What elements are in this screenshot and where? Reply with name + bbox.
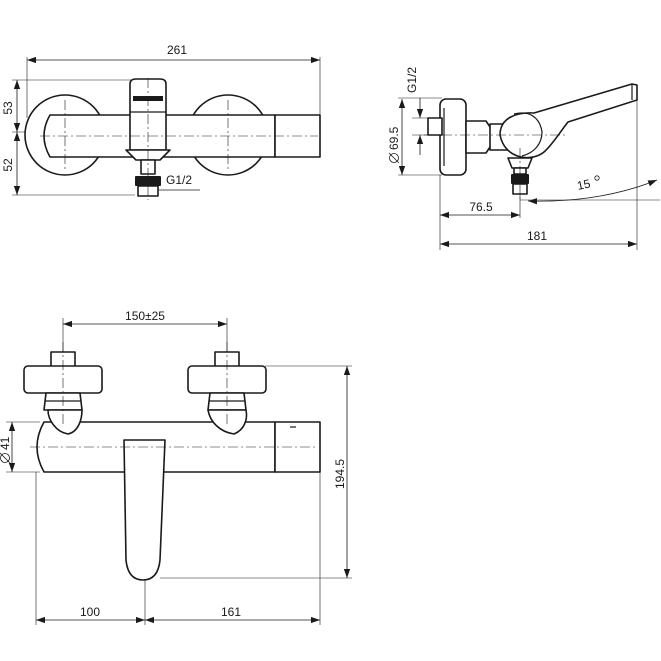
side-wall-connector <box>427 117 443 136</box>
top-width-label: 261 <box>167 43 187 57</box>
front-right-label: 161 <box>221 605 241 619</box>
front-left-elbow <box>47 409 83 435</box>
side-total-label: 181 <box>527 229 547 243</box>
side-degree-symbol <box>594 175 600 181</box>
front-diameter-label: 41 <box>0 436 12 450</box>
front-diameter-symbol <box>0 453 10 463</box>
side-view: 69.5 G1/2 15 76.5 181 <box>387 67 660 250</box>
side-body-contour <box>513 112 543 157</box>
top-thread-label: G1/2 <box>166 173 192 187</box>
front-spout <box>123 439 166 581</box>
top-upper-height-label: 53 <box>1 101 15 115</box>
top-view: 261 53 52 G1/2 <box>1 43 321 200</box>
side-angle-arc <box>527 179 658 205</box>
side-eccentric-nut <box>465 120 493 154</box>
front-diameter-label-group: 41 <box>0 436 12 464</box>
side-diameter-label: 69.5 <box>387 126 401 150</box>
top-lower-height-label: 52 <box>1 158 15 172</box>
front-height-label: 194.5 <box>333 459 347 489</box>
side-depth-label: 76.5 <box>469 200 493 214</box>
front-view: 150±25 41 194.5 100 <box>0 309 352 625</box>
front-left-label: 100 <box>80 605 100 619</box>
side-body-spout <box>499 83 638 159</box>
side-diameter-label-group: 69.5 <box>387 126 401 164</box>
side-angle-label: 15 <box>576 176 592 193</box>
side-thread-label: G1/2 <box>405 67 419 93</box>
side-diameter-symbol <box>389 153 399 163</box>
front-spacing-label: 150±25 <box>125 309 165 323</box>
